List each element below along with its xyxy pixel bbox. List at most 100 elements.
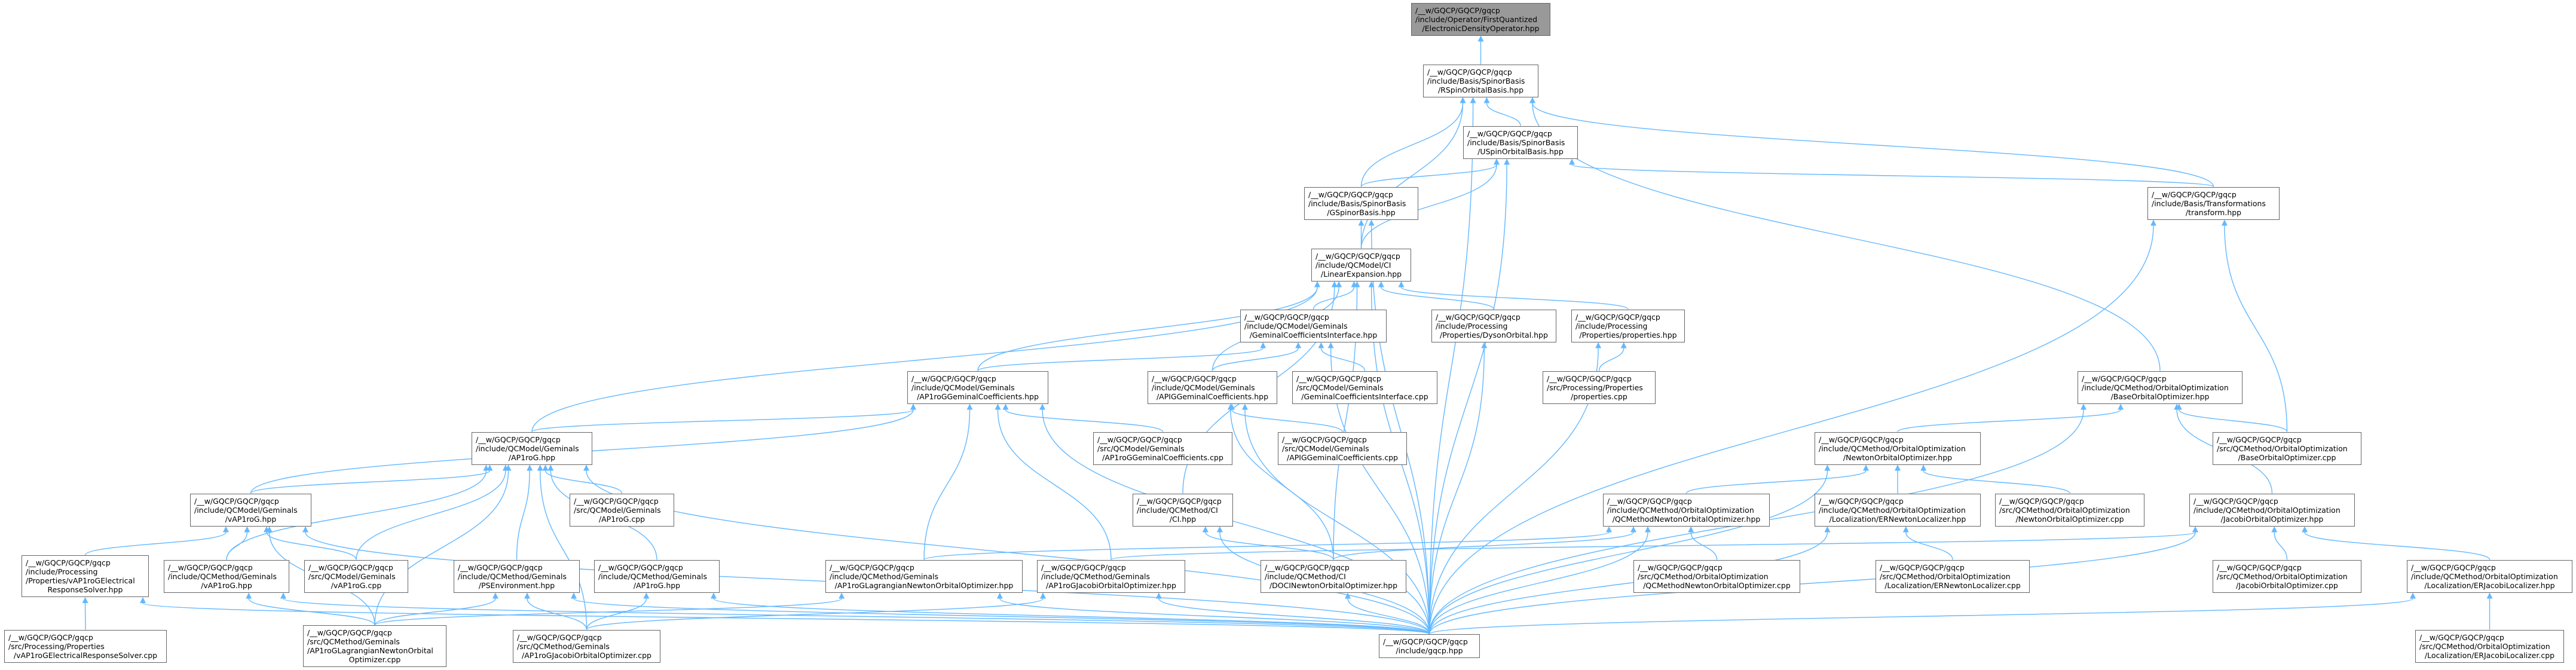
arrowhead-icon (1606, 526, 1612, 533)
node-label-line: /__w/GQCP/GQCP/gqcp (1097, 435, 1182, 444)
include-edge (1428, 103, 1474, 635)
node-label-line: /transform.hpp (2185, 207, 2242, 217)
arrowhead-icon (1345, 592, 1351, 599)
include-edge (1923, 470, 2070, 494)
arrowhead-icon (2174, 403, 2180, 410)
include-edge (1042, 409, 1430, 635)
graph-node-linearexpansion-hpp[interactable]: /__w/GQCP/GQCP/gqcp/include/QCModel/CI/L… (1311, 248, 1411, 282)
graph-node-localization-ernewtonlocalizer-hpp[interactable]: /__w/GQCP/GQCP/gqcp/include/QCMethod/Orb… (1815, 493, 1981, 527)
graph-node-vap1rog-hpp[interactable]: /__w/GQCP/GQCP/gqcp/include/QCModel/Gemi… (190, 493, 311, 527)
graph-node-docinewtonorbitaloptimizer-hpp[interactable]: /__w/GQCP/GQCP/gqcp/include/QCMethod/CI/… (1261, 559, 1406, 593)
include-edge (248, 598, 375, 626)
arrowhead-icon (1920, 464, 1927, 471)
graph-node-apiggeminalcoefficients-cpp[interactable]: /__w/GQCP/GQCP/gqcp/src/QCModel/Geminals… (1278, 432, 1407, 465)
graph-node-ap1rog-cpp[interactable]: /__w/GQCP/GQCP/gqcp/src/QCModel/Geminals… (570, 493, 674, 527)
include-edge (527, 598, 588, 630)
graph-node-ap1roglagrangiannewtonorbitaloptimizer-hpp[interactable]: /__w/GQCP/GQCP/gqcp/include/QCMethod/Gem… (825, 559, 1023, 593)
node-label-line: /__w/GQCP/GQCP/gqcp (2217, 435, 2302, 444)
graph-node-gspinorbasis-hpp[interactable]: /__w/GQCP/GQCP/gqcp/include/Basis/Spinor… (1304, 186, 1418, 220)
include-edge (544, 470, 623, 494)
graph-node-responsesolver-hpp[interactable]: /__w/GQCP/GQCP/gqcp/include/Processing/P… (22, 555, 149, 597)
graph-node-localization-erjacobilocalizer-hpp[interactable]: /__w/GQCP/GQCP/gqcp/include/QCMethod/Orb… (2407, 559, 2572, 593)
arrowhead-icon (583, 464, 589, 471)
arrowhead-icon (2486, 592, 2493, 599)
graph-node-ap1roggeminalcoefficients-cpp[interactable]: /__w/GQCP/GQCP/gqcp/src/QCModel/Geminals… (1093, 432, 1232, 465)
graph-node-apiggeminalcoefficients-hpp[interactable]: /__w/GQCP/GQCP/gqcp/include/QCModel/Gemi… (1148, 371, 1277, 404)
graph-node-electronicdensityoperator-hpp: /__w/GQCP/GQCP/gqcp/include/Operator/Fir… (1411, 2, 1550, 36)
graph-node-ap1rogjacobiorbitaloptimizer-cpp[interactable]: /__w/GQCP/GQCP/gqcp/src/QCMethod/Geminal… (513, 629, 660, 663)
graph-node-optimizer-cpp[interactable]: /__w/GQCP/GQCP/gqcp/src/QCMethod/Geminal… (303, 625, 446, 667)
graph-node-jacobiorbitaloptimizer-cpp[interactable]: /__w/GQCP/GQCP/gqcp/src/QCMethod/Orbital… (2213, 559, 2361, 593)
node-label-line: /ElectronicDensityOperator.hpp (1422, 23, 1540, 33)
node-label-line: /include/QCModel/Geminals (1152, 383, 1255, 392)
node-label-line: ResponseSolver.hpp (47, 585, 123, 594)
node-label-line: /AP1roG.cpp (598, 514, 645, 524)
node-label-line: /src/QCMethod/OrbitalOptimization (2419, 641, 2550, 651)
include-edge (540, 470, 588, 630)
arrowhead-icon (1494, 158, 1500, 165)
node-label-line: /Localization/ERJacobiLocalizer.cpp (2424, 650, 2555, 660)
include-edge (1428, 598, 2413, 635)
graph-node-uspinorbitalbasis-hpp[interactable]: /__w/GQCP/GQCP/gqcp/include/Basis/Spinor… (1463, 126, 1578, 159)
arrowhead-icon (222, 526, 229, 533)
node-label-line: /vAP1roG.hpp (201, 580, 252, 590)
node-label-line: /src/QCMethod/OrbitalOptimization (1999, 505, 2130, 515)
arrowhead-icon (140, 597, 146, 603)
node-label-line: /__w/GQCP/GQCP/gqcp (1575, 312, 1660, 322)
graph-node-include-gqcp-hpp[interactable]: /__w/GQCP/GQCP/gqcp/include/gqcp.hpp (1379, 634, 1480, 658)
node-label-line: /CI.hpp (1169, 514, 1197, 524)
include-edge (586, 598, 647, 630)
node-label-line: /include/Basis/Transformations (2152, 198, 2266, 208)
node-label-line: /include/QCMethod/CI (1265, 571, 1346, 581)
graph-node-jacobiorbitaloptimizer-hpp[interactable]: /__w/GQCP/GQCP/gqcp/include/QCMethod/Orb… (2189, 493, 2355, 527)
node-label-line: /JacobiOrbitalOptimizer.cpp (2236, 580, 2338, 590)
arrowhead-icon (1620, 342, 1627, 348)
graph-node-ap1roggeminalcoefficients-hpp[interactable]: /__w/GQCP/GQCP/gqcp/include/QCModel/Gemi… (907, 371, 1048, 404)
arrowhead-icon (82, 597, 88, 603)
include-edge (1211, 348, 1299, 371)
include-edge (2179, 409, 2288, 432)
graph-node-properties-properties-hpp[interactable]: /__w/GQCP/GQCP/gqcp/include/Processing/P… (1571, 309, 1685, 342)
graph-node-transform-hpp[interactable]: /__w/GQCP/GQCP/gqcp/include/Basis/Transf… (2147, 186, 2280, 220)
node-label-line: /vAP1roGElectricalResponseSolver.cpp (13, 650, 158, 660)
graph-node-vap1rogelectricalresponsesolver-cpp[interactable]: /__w/GQCP/GQCP/gqcp/src/Processing/Prope… (4, 629, 167, 663)
graph-node-rspinorbitalbasis-hpp[interactable]: /__w/GQCP/GQCP/gqcp/include/Basis/Spinor… (1423, 64, 1538, 97)
graph-node-localization-erjacobilocalizer-cpp[interactable]: /__w/GQCP/GQCP/gqcp/src/QCMethod/Orbital… (2415, 629, 2564, 663)
node-label-line: /Properties/properties.hpp (1579, 330, 1677, 339)
graph-node-geminalcoefficientsinterface-cpp[interactable]: /__w/GQCP/GQCP/gqcp/src/QCModel/Geminals… (1292, 371, 1437, 404)
node-label-line: /include/QCModel/Geminals (194, 505, 298, 515)
graph-node-ap1rogjacobiorbitaloptimizer-hpp[interactable]: /__w/GQCP/GQCP/gqcp/include/QCMethod/Gem… (1037, 559, 1185, 593)
include-edge (1360, 164, 1497, 187)
graph-node-properties-dysonorbital-hpp[interactable]: /__w/GQCP/GQCP/gqcp/include/Processing/P… (1431, 309, 1556, 342)
graph-node-newtonorbitaloptimizer-hpp[interactable]: /__w/GQCP/GQCP/gqcp/include/QCMethod/Orb… (1815, 432, 1981, 465)
arrowhead-icon (244, 526, 250, 533)
graph-node-geminalcoefficientsinterface-hpp[interactable]: /__w/GQCP/GQCP/gqcp/include/QCModel/Gemi… (1240, 309, 1387, 342)
node-label-line: /AP1roGLagrangianNewtonOrbital (307, 646, 433, 655)
graph-node-ap1rog-hpp[interactable]: /__w/GQCP/GQCP/gqcp/include/QCMethod/Gem… (594, 559, 720, 593)
arrowhead-icon (492, 592, 498, 599)
graph-node-ci-hpp[interactable]: /__w/GQCP/GQCP/gqcp/include/QCMethod/CI/… (1133, 493, 1233, 527)
node-label-line: /__w/GQCP/GQCP/gqcp (1315, 251, 1400, 261)
include-edge (1320, 348, 1366, 371)
node-label-line: /__w/GQCP/GQCP/gqcp (1383, 637, 1468, 646)
graph-node-properties-cpp[interactable]: /__w/GQCP/GQCP/gqcp/src/Processing/Prope… (1543, 371, 1656, 404)
graph-node-newtonorbitaloptimizer-cpp[interactable]: /__w/GQCP/GQCP/gqcp/src/QCMethod/Orbital… (1995, 493, 2144, 527)
node-label-line: /__w/GQCP/GQCP/gqcp (1547, 374, 1632, 383)
graph-node-baseorbitaloptimizer-cpp[interactable]: /__w/GQCP/GQCP/gqcp/src/QCMethod/Orbital… (2213, 432, 2361, 465)
include-edge (977, 287, 1318, 371)
graph-node-vap1rog-hpp[interactable]: /__w/GQCP/GQCP/gqcp/include/QCMethod/Gem… (164, 559, 289, 593)
node-label-line: /__w/GQCP/GQCP/gqcp (1427, 67, 1512, 77)
graph-node-vap1rog-cpp[interactable]: /__w/GQCP/GQCP/gqcp/src/QCModel/Geminals… (304, 559, 408, 593)
graph-node-qcmethodnewtonorbitaloptimizer-cpp[interactable]: /__w/GQCP/GQCP/gqcp/src/QCMethod/Orbital… (1633, 559, 1800, 593)
node-label-line: /AP1roGJacobiOrbitalOptimizer.hpp (1046, 580, 1176, 590)
graph-node-baseorbitaloptimizer-hpp[interactable]: /__w/GQCP/GQCP/gqcp/include/QCMethod/Orb… (2078, 371, 2242, 404)
graph-node-ap1rog-hpp[interactable]: /__w/GQCP/GQCP/gqcp/include/QCModel/Gemi… (472, 432, 592, 465)
graph-node-qcmethodnewtonorbitaloptimizer-hpp[interactable]: /__w/GQCP/GQCP/gqcp/include/QCMethod/Orb… (1603, 493, 1770, 527)
include-edge (283, 598, 1430, 635)
node-label-line: /src/QCModel/Geminals (574, 505, 661, 515)
graph-node-localization-ernewtonlocalizer-cpp[interactable]: /__w/GQCP/GQCP/gqcp/src/QCMethod/Orbital… (1876, 559, 2030, 593)
include-edge (586, 598, 1044, 631)
arrowhead-icon (542, 464, 549, 471)
graph-node-psenvironment-hpp[interactable]: /__w/GQCP/GQCP/gqcp/include/QCMethod/Gem… (454, 559, 580, 593)
